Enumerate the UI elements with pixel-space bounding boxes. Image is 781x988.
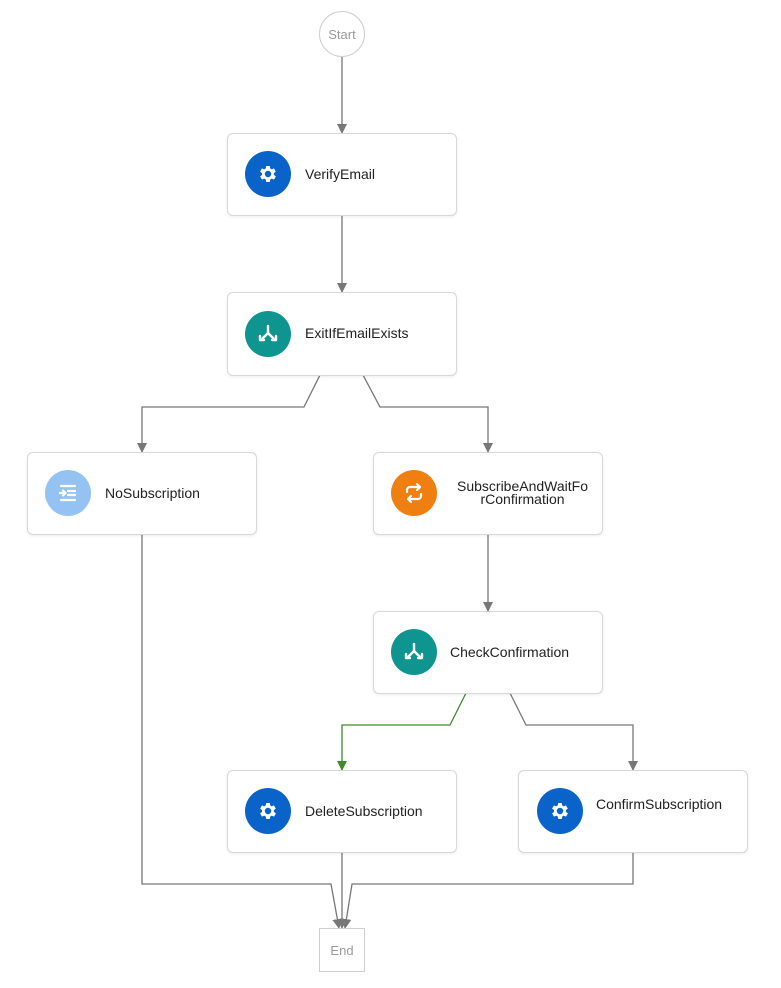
edge-confirm-end xyxy=(341,852,634,929)
start-node[interactable]: Start xyxy=(319,11,365,57)
gear-icon xyxy=(537,788,583,834)
node-subscribe-label-line2: rConfirmation xyxy=(480,491,565,507)
edge-check-delete xyxy=(337,692,467,771)
node-exit-if-email-exists[interactable]: ExitIfEmailExists xyxy=(227,292,457,376)
node-confirm-subscription[interactable]: ConfirmSubscription xyxy=(518,770,748,853)
node-subscribe-and-wait[interactable]: SubscribeAndWaitFo rConfirmation xyxy=(373,452,603,535)
inject-icon xyxy=(45,470,91,516)
edge-check-confirm xyxy=(509,692,638,771)
end-node[interactable]: End xyxy=(319,928,365,972)
start-label: Start xyxy=(328,26,356,42)
node-check-confirmation-label: CheckConfirmation xyxy=(450,644,570,660)
node-verify-email-label: VerifyEmail xyxy=(305,166,376,182)
node-exit-if-email-exists-label: ExitIfEmailExists xyxy=(305,325,409,341)
loop-icon xyxy=(391,470,437,516)
node-no-subscription[interactable]: NoSubscription xyxy=(27,452,257,535)
node-delete-subscription-label: DeleteSubscription xyxy=(305,803,423,819)
node-check-confirmation[interactable]: CheckConfirmation xyxy=(373,611,603,694)
node-subscribe-and-wait-label: SubscribeAndWaitFo rConfirmation xyxy=(450,478,595,507)
node-verify-email[interactable]: VerifyEmail xyxy=(227,133,457,216)
branch-icon xyxy=(245,311,291,357)
edge-nosub-end xyxy=(141,534,343,929)
node-confirm-subscription-label: ConfirmSubscription xyxy=(596,796,723,812)
branch-icon xyxy=(391,629,437,675)
node-subscribe-label-line1: SubscribeAndWaitFo xyxy=(457,478,588,494)
node-no-subscription-label: NoSubscription xyxy=(105,485,200,501)
gear-icon xyxy=(245,788,291,834)
edge-exit-subscribe xyxy=(362,374,493,453)
node-delete-subscription[interactable]: DeleteSubscription xyxy=(227,770,457,853)
end-label: End xyxy=(330,942,354,958)
edge-exit-nosub xyxy=(137,374,321,453)
gear-icon xyxy=(245,151,291,197)
